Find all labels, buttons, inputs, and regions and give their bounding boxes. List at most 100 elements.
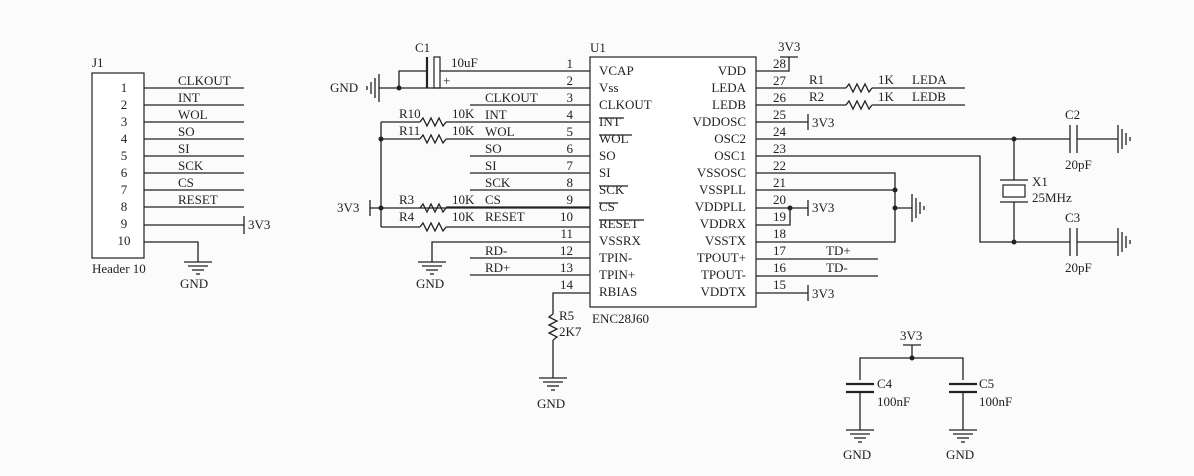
chip-left-pin-net: RESET — [485, 209, 525, 224]
r5-gnd-label: GND — [537, 396, 565, 411]
chip-right-pin-number: 22 — [773, 158, 786, 173]
r11-ref: R11 — [399, 123, 420, 138]
vssrx-gnd-label: GND — [416, 276, 444, 291]
c1-plus: + — [443, 73, 450, 88]
header-gnd-label: GND — [180, 276, 208, 291]
vdd-3v3-label: 3V3 — [778, 39, 800, 54]
chip-right-pin-name: TPOUT- — [701, 267, 746, 282]
vssrx-ground: GND — [416, 241, 590, 291]
chip-right-pin-name: VSSOSC — [697, 165, 746, 180]
chip-left-pin-net: SO — [485, 141, 502, 156]
chip-left-pin-name: TPIN- — [599, 250, 632, 265]
chip-right-pin-name: VDDOSC — [693, 114, 746, 129]
r5-ref: R5 — [559, 308, 574, 323]
chip-left-pin-name: WOL — [599, 131, 629, 146]
header-pin-net: SCK — [178, 158, 204, 173]
chip-left-pin-number: 12 — [560, 243, 573, 258]
chip-body — [589, 56, 757, 308]
c4-value: 100nF — [877, 394, 910, 409]
chip-ref: U1 — [590, 40, 606, 55]
led-resistors: R1 1K LEDA R2 1K LEDB — [756, 72, 965, 111]
r4-value: 10K — [452, 209, 475, 224]
chip-right-pin-name: VDDPLL — [695, 199, 746, 214]
chip-left-pin-number: 3 — [567, 90, 574, 105]
chip-left-pin-name: SCK — [599, 182, 625, 197]
header-gnd-symbol — [184, 261, 212, 275]
chip-right-pin-net: TD- — [826, 260, 848, 275]
decap-3v3-label: 3V3 — [900, 328, 922, 343]
chip-right-pin-net: TD+ — [826, 243, 851, 258]
chip-left-pin-name: CS — [599, 199, 615, 214]
r11-value: 10K — [452, 123, 475, 138]
header-body — [91, 72, 145, 259]
vddosc-3v3-label: 3V3 — [812, 115, 834, 130]
c5-gnd-label: GND — [946, 447, 974, 462]
chip-left-pin-number: 7 — [567, 158, 574, 173]
chip-right-pin-name: VSSTX — [705, 233, 747, 248]
r1-value: 1K — [878, 72, 895, 87]
header-pin-net: CLKOUT — [178, 73, 231, 88]
header-pin-net: RESET — [178, 192, 218, 207]
chip-left-pin-name: VSSRX — [599, 233, 642, 248]
r3-value: 10K — [452, 192, 475, 207]
c4-ref: C4 — [877, 376, 893, 391]
chip-left-pin-net: SI — [485, 158, 497, 173]
header-pin-net: SO — [178, 124, 195, 139]
r2-value: 1K — [878, 89, 895, 104]
chip-right-pin-number: 18 — [773, 226, 786, 241]
header-name: Header 10 — [92, 261, 146, 276]
chip-right-pin-number: 21 — [773, 175, 786, 190]
chip-right-pin-number: 16 — [773, 260, 787, 275]
c3-value: 20pF — [1065, 260, 1092, 275]
chip-left-pin-net: INT — [485, 107, 507, 122]
chip-left-pin-net: CS — [485, 192, 501, 207]
c2-value: 20pF — [1065, 157, 1092, 172]
r1-net: LEDA — [912, 72, 947, 87]
chip-left-pin-number: 6 — [567, 141, 574, 156]
c5-value: 100nF — [979, 394, 1012, 409]
header-pin9-net: 3V3 — [248, 217, 270, 232]
r3-ref: R3 — [399, 192, 414, 207]
pullup-3v3-label: 3V3 — [337, 200, 359, 215]
r10-value: 10K — [452, 106, 475, 121]
header-pin-number: 2 — [121, 97, 128, 112]
x1-ref: X1 — [1032, 174, 1048, 189]
vdd-3v3-tie: 3V3 — [756, 39, 800, 72]
chip-right-pin-name: OSC2 — [714, 131, 746, 146]
chip-right-pin-number: 25 — [773, 107, 786, 122]
chip-right-pin-number: 26 — [773, 90, 787, 105]
chip-left-pin-name: TPIN+ — [599, 267, 635, 282]
chip-left-pin-number: 13 — [560, 260, 573, 275]
chip-left-pin-name: CLKOUT — [599, 97, 652, 112]
c1-ref: C1 — [415, 40, 430, 55]
header-pin-net: INT — [178, 90, 200, 105]
chip-left-pin-name: SO — [599, 148, 616, 163]
chip-left-pin-name: INT — [599, 114, 621, 129]
chip-right-pin-number: 15 — [773, 277, 786, 292]
c5-ref: C5 — [979, 376, 994, 391]
chip-right-pin-name: VDDRX — [700, 216, 747, 231]
header-pin-net: WOL — [178, 107, 208, 122]
header-ref: J1 — [92, 55, 104, 70]
vddtx-3v3-label: 3V3 — [812, 286, 834, 301]
chip-left-pin-name: RESET — [599, 216, 639, 231]
chip-right-pin-name: VSSPLL — [699, 182, 746, 197]
chip-right-pin-name: TPOUT+ — [697, 250, 746, 265]
chip-left-pin-net: SCK — [485, 175, 511, 190]
r10-ref: R10 — [399, 106, 421, 121]
chip-left-pin-number: 2 — [567, 73, 574, 88]
chip-right-pin-name: OSC1 — [714, 148, 746, 163]
chip-left-pin-name: RBIAS — [599, 284, 637, 299]
c2-ref: C2 — [1065, 107, 1080, 122]
pullup-resistors: 3V3 R10 10K R11 10K R3 10K R4 10K — [337, 106, 590, 233]
chip-right-pins: 28VDD27LEDA26LEDB25VDDOSC24OSC223OSC122V… — [693, 56, 851, 299]
chip-right-pin-name: LEDB — [712, 97, 746, 112]
chip-right-pin-number: 19 — [773, 209, 786, 224]
chip-right-pin-number: 20 — [773, 192, 786, 207]
chip-left-pin-name: Vss — [599, 80, 619, 95]
